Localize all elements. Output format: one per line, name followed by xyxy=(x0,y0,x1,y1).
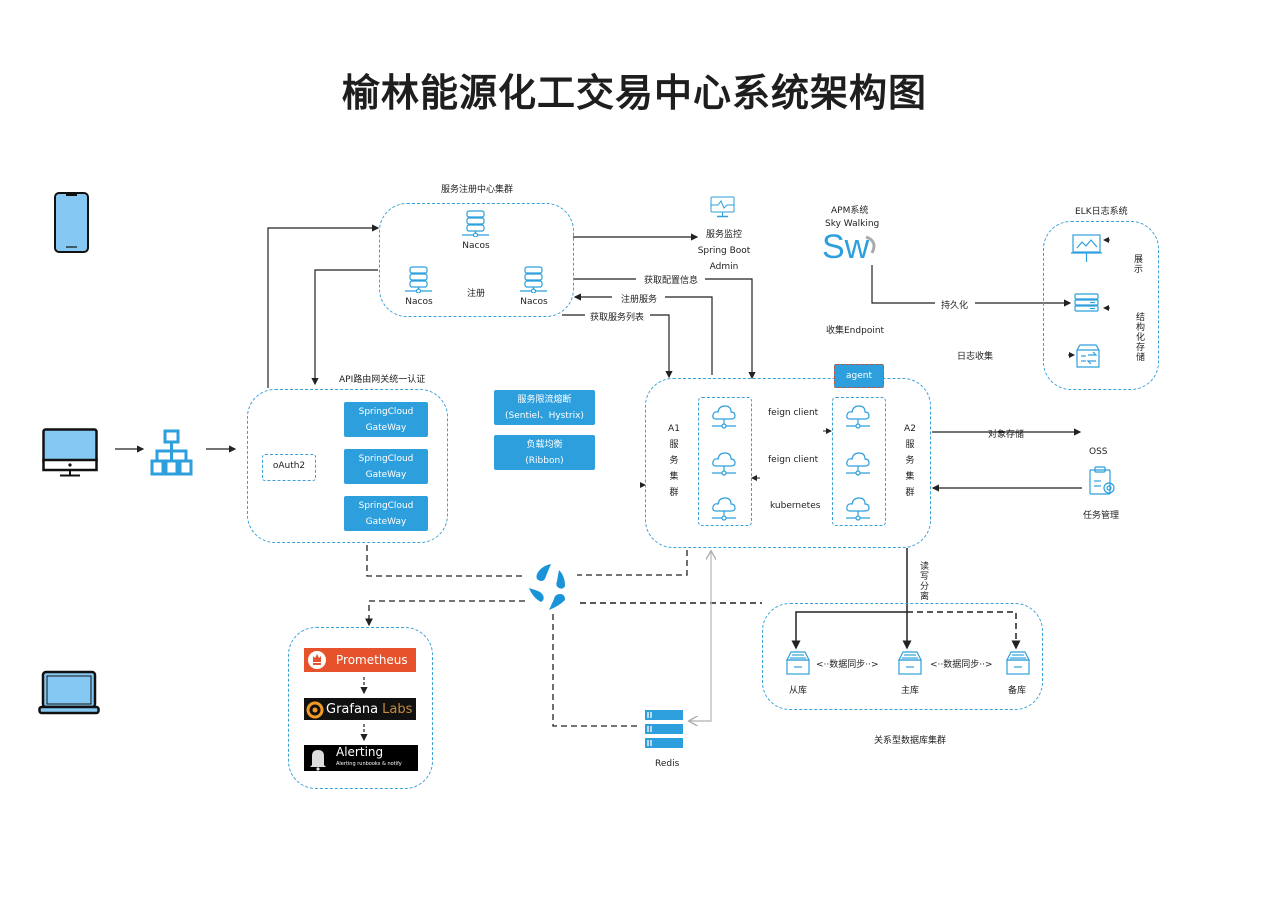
register-label: 注册 xyxy=(467,289,486,299)
edge-label-get-config: 获取配置信息 xyxy=(644,276,699,286)
desktop-icon xyxy=(42,428,98,477)
monitor-screen-icon xyxy=(710,196,735,218)
skywalking-swoosh-icon xyxy=(865,235,876,254)
alerting-logo: Alerting Alerting runbooks & notify xyxy=(304,745,418,771)
db-cluster xyxy=(762,603,1043,710)
storage-server-icon xyxy=(1074,293,1099,312)
edge-gateway-to-registry xyxy=(267,224,380,388)
sync-label-2: <··数据同步··> xyxy=(930,660,993,670)
gateway-caption: API路由网关统一认证 xyxy=(339,375,426,385)
cloud-instance-icon xyxy=(846,405,870,429)
elk-cluster xyxy=(1043,221,1159,390)
server-node-icon xyxy=(520,266,547,294)
edge-register-service xyxy=(665,296,713,375)
monitoring-cluster xyxy=(288,627,433,789)
feign-client-label-2: feign client xyxy=(768,455,819,465)
slave-db-icon xyxy=(786,651,810,675)
cloud-instance-icon xyxy=(712,452,736,476)
skywalking-logo: Sw xyxy=(822,228,870,266)
db-cluster-caption: 关系型数据库集群 xyxy=(874,736,947,746)
bell-icon xyxy=(310,750,326,771)
sync-label-1: <··数据同步··> xyxy=(816,660,879,670)
nacos-node-top: Nacos xyxy=(456,209,496,251)
edge-get-service-list xyxy=(650,314,673,379)
nacos-node-left: Nacos xyxy=(399,265,439,307)
collect-endpoint-label: 收集Endpoint xyxy=(826,326,885,336)
edge-label-object-storage: 对象存储 xyxy=(988,430,1025,440)
skywalking-caption: Sky Walking xyxy=(825,219,880,229)
agent-badge: agent xyxy=(834,364,884,388)
kubernetes-label: kubernetes xyxy=(770,501,821,511)
grafana-logo: Grafana Labs xyxy=(304,698,416,720)
persist-label: 持久化 xyxy=(941,301,969,311)
load-balancer-ribbon: 负载均衡(Ribbon) xyxy=(494,435,595,470)
elk-caption: ELK日志系统 xyxy=(1075,207,1128,217)
redis-label: Redis xyxy=(655,759,680,769)
apm-caption: APM系统 xyxy=(831,206,869,216)
task-manage-label: 任务管理 xyxy=(1083,511,1120,521)
log-archive-icon xyxy=(1076,344,1100,368)
gateway-cluster xyxy=(247,389,448,543)
master-db-label: 主库 xyxy=(901,686,920,696)
display-label: 展示 xyxy=(1132,254,1142,274)
server-node-icon xyxy=(405,266,432,294)
edge-label-get-service-list: 获取服务列表 xyxy=(590,313,645,323)
spring-boot-admin: 服务监控 Spring Boot Admin xyxy=(697,230,751,272)
prometheus-logo: Prometheus xyxy=(304,648,416,672)
slave-db-label: 从库 xyxy=(789,686,808,696)
edge-redis-to-services xyxy=(688,552,711,722)
master-db-icon xyxy=(898,651,922,675)
prometheus-flame-icon xyxy=(308,651,326,669)
nacos-node-right: Nacos xyxy=(514,265,554,307)
phone-icon xyxy=(54,192,89,253)
edge-label-register-service: 注册服务 xyxy=(621,295,658,305)
backup-db-label: 备库 xyxy=(1008,686,1027,696)
rw-split-label: 读写分离 xyxy=(918,561,928,601)
cloud-instance-icon xyxy=(712,497,736,521)
structured-storage-label: 结构化存储 xyxy=(1134,312,1144,362)
k8s-orchestrator-icon xyxy=(529,564,565,610)
edge-persist xyxy=(871,265,935,304)
registry-cluster xyxy=(379,203,574,317)
edge-gateway-to-k8s xyxy=(366,545,525,577)
a1-instances xyxy=(698,397,752,526)
cloud-instance-icon xyxy=(846,452,870,476)
cloud-instance-icon xyxy=(846,497,870,521)
diagram-title: 榆林能源化工交易中心系统架构图 xyxy=(341,71,927,115)
log-collect-label: 日志收集 xyxy=(957,352,994,362)
edge-k8s-to-monitoring xyxy=(365,600,525,627)
task-clipboard-icon xyxy=(1089,466,1115,495)
backup-db-icon xyxy=(1006,651,1030,675)
redis-stack-icon xyxy=(645,710,683,748)
feign-client-label-1: feign client xyxy=(768,408,819,418)
rate-limit-circuit-breaker: 服务限流熔断(Sentiel、Hystrix) xyxy=(494,390,595,425)
dashboard-display-icon xyxy=(1071,234,1102,262)
oauth2-box: oAuth2 xyxy=(262,454,316,481)
oss-label: OSS xyxy=(1089,447,1108,457)
a2-instances xyxy=(832,397,886,526)
laptop-icon xyxy=(38,670,100,715)
edge-k8s-to-redis xyxy=(552,614,637,727)
edge-services-to-k8s xyxy=(577,550,688,576)
services-cluster xyxy=(645,378,931,548)
edge-registry-to-gateway xyxy=(311,269,378,386)
registry-caption: 服务注册中心集群 xyxy=(441,185,514,195)
grafana-swirl-icon xyxy=(306,701,324,719)
network-hierarchy-icon xyxy=(150,429,193,476)
cloud-instance-icon xyxy=(712,405,736,429)
server-node-icon xyxy=(462,210,489,238)
